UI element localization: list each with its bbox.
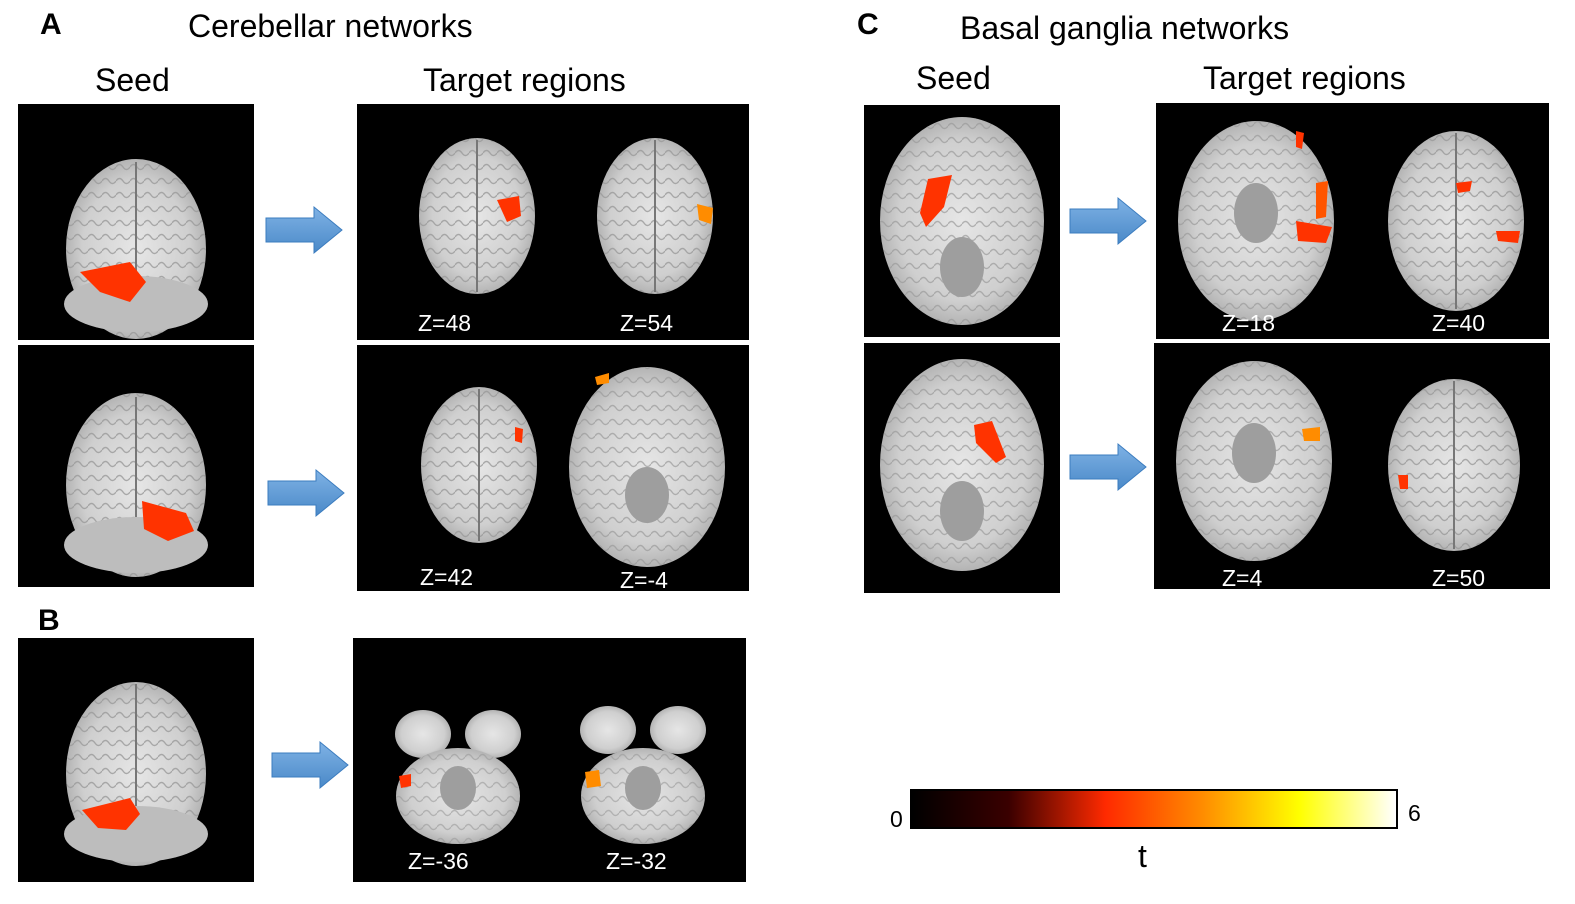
panel-letter-c: C bbox=[857, 8, 879, 41]
panel-a-row1-arrow-icon bbox=[264, 205, 344, 255]
panel-c-row1-z2-label: Z=40 bbox=[1432, 310, 1486, 336]
panel-a-row2-target-image bbox=[357, 345, 749, 591]
panel-c-title: Basal ganglia networks bbox=[960, 10, 1290, 46]
panel-a-target-header: Target regions bbox=[423, 62, 626, 98]
panel-a-row1-target-image bbox=[357, 104, 749, 340]
panel-a-row1-z2-label: Z=54 bbox=[620, 310, 674, 336]
panel-c-row1-z1-label: Z=18 bbox=[1222, 310, 1276, 336]
panel-c-row1-target-image bbox=[1156, 103, 1549, 339]
panel-a-row2-z2-label: Z=-4 bbox=[620, 567, 668, 593]
panel-a-row1-seed-image bbox=[18, 104, 254, 340]
colorbar-min-label: 0 bbox=[890, 806, 903, 832]
panel-a-seed-header: Seed bbox=[95, 62, 170, 98]
panel-a-row2-z1-label: Z=42 bbox=[420, 564, 474, 590]
panel-c-row2-z1-label: Z=4 bbox=[1222, 565, 1263, 591]
panel-c-row2-seed-image bbox=[864, 343, 1060, 593]
panel-c-row2-z2-label: Z=50 bbox=[1432, 565, 1486, 591]
panel-b-z2-label: Z=-32 bbox=[606, 848, 667, 874]
panel-a-row2-seed-image bbox=[18, 345, 254, 587]
panel-c-target-header: Target regions bbox=[1203, 60, 1406, 96]
panel-c-seed-header: Seed bbox=[916, 60, 991, 96]
colorbar bbox=[910, 789, 1398, 829]
panel-b-arrow-icon bbox=[270, 740, 350, 790]
panel-b-seed-image bbox=[18, 638, 254, 882]
panel-a-row2-arrow-icon bbox=[266, 468, 346, 518]
panel-b-target-image bbox=[353, 638, 746, 882]
colorbar-max-label: 6 bbox=[1408, 800, 1421, 826]
panel-letter-a: A bbox=[40, 8, 62, 41]
panel-a-row1-z1-label: Z=48 bbox=[418, 310, 472, 336]
colorbar-gradient bbox=[912, 791, 1396, 827]
panel-c-row2-target-image bbox=[1154, 343, 1550, 589]
panel-c-row2-arrow-icon bbox=[1068, 442, 1148, 492]
panel-c-row1-arrow-icon bbox=[1068, 196, 1148, 246]
panel-letter-b: B bbox=[38, 604, 60, 637]
panel-a-title: Cerebellar networks bbox=[188, 8, 473, 44]
colorbar-axis-label: t bbox=[1138, 838, 1147, 874]
panel-c-row1-seed-image bbox=[864, 105, 1060, 337]
panel-b-z1-label: Z=-36 bbox=[408, 848, 469, 874]
